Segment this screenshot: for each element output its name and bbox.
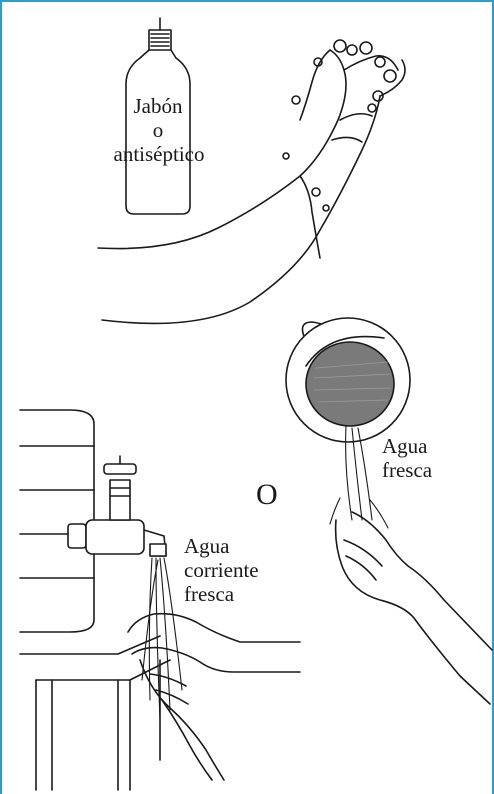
tap-water-label-line-2: corriente xyxy=(184,558,259,582)
pitcher xyxy=(286,318,410,442)
tap-water-stream xyxy=(142,558,182,720)
tap-water-label-line-3: fresca xyxy=(184,582,259,606)
pitcher-water-label: Agua fresca xyxy=(382,434,432,482)
soap-label-line-3: antiséptico xyxy=(104,142,214,166)
tap-water-label: Agua corriente fresca xyxy=(184,534,259,606)
lathering-hands xyxy=(98,40,405,323)
soap-label-line-2: o xyxy=(126,118,190,142)
soap-label: Jabón o xyxy=(126,94,190,142)
tap-water-label-line-1: Agua xyxy=(184,534,259,558)
soap-label-line-1: Jabón xyxy=(126,94,190,118)
or-label: O xyxy=(256,478,278,512)
hands-under-pitcher xyxy=(336,512,492,704)
pitcher-water-label-line-2: fresca xyxy=(382,458,432,482)
faucet xyxy=(68,456,166,556)
water-tank xyxy=(20,410,170,790)
pitcher-water-label-line-1: Agua xyxy=(382,434,432,458)
